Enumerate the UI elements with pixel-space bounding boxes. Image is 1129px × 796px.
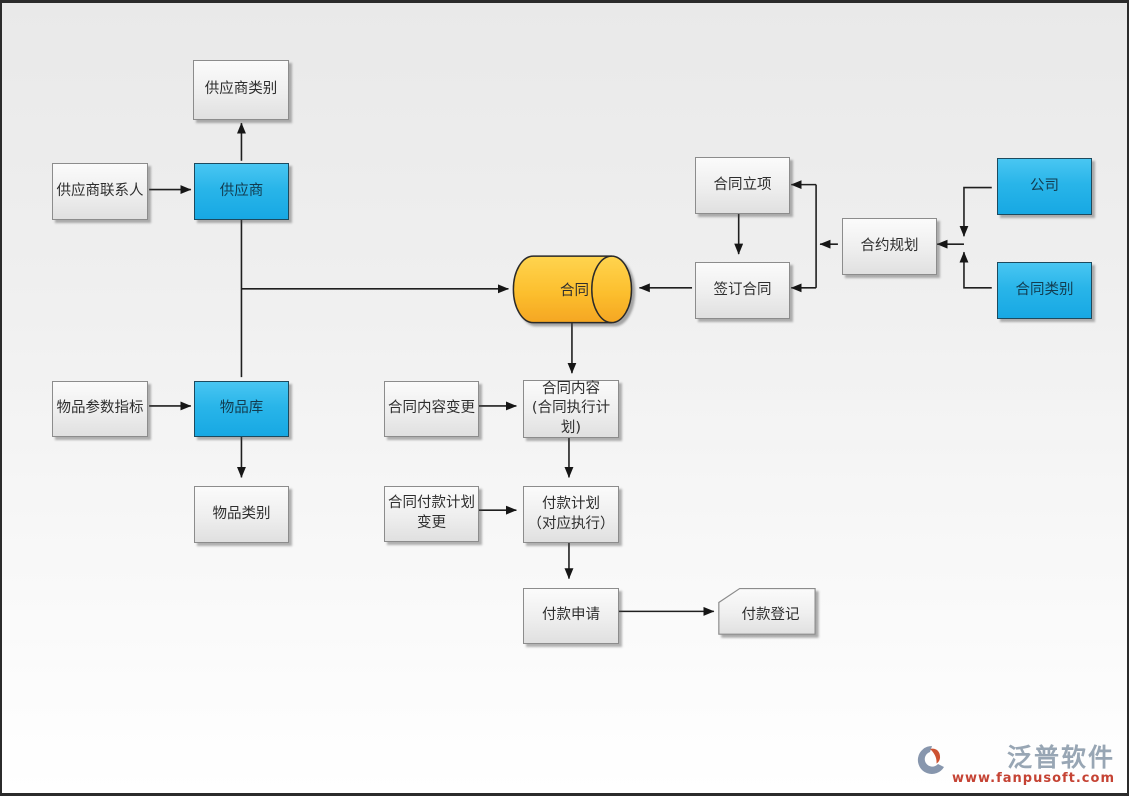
fanpu-logo-icon — [917, 745, 944, 774]
node-item-category: 物品类别 — [194, 486, 289, 543]
node-payment-registration: 付款登记 — [741, 607, 800, 624]
node-contract-planning: 合约规划 — [842, 218, 937, 275]
edge-company-to-planning — [959, 186, 992, 237]
node-contract-payment-plan-change: 合同付款计划 变更 — [384, 486, 479, 542]
brand-name: 泛普软件 — [1006, 742, 1115, 772]
brand-url: www.fanpusoft.com — [951, 771, 1115, 787]
node-supplier: 供应商 — [194, 163, 289, 220]
node-company: 公司 — [997, 158, 1092, 215]
node-payment-request: 付款申请 — [523, 588, 619, 644]
edge-category-to-planning — [959, 251, 992, 289]
node-sign-contract: 签订合同 — [695, 262, 790, 319]
node-item-parameters: 物品参数指标 — [52, 381, 148, 437]
node-item-library: 物品库 — [194, 381, 289, 437]
node-contract-category: 合同类别 — [997, 262, 1092, 319]
node-supplier-category: 供应商类别 — [193, 60, 289, 120]
node-contract-initiation: 合同立项 — [695, 157, 790, 214]
node-payment-plan: 付款计划 （对应执行） — [523, 486, 619, 543]
node-contract-content-change: 合同内容变更 — [384, 381, 479, 437]
watermark: 泛普软件 www.fanpusoft.com — [915, 744, 1115, 787]
node-contract-database: 合同 — [560, 282, 589, 299]
node-supplier-contact: 供应商联系人 — [52, 163, 148, 220]
node-contract-content: 合同内容 (合同执行计划) — [523, 380, 619, 438]
